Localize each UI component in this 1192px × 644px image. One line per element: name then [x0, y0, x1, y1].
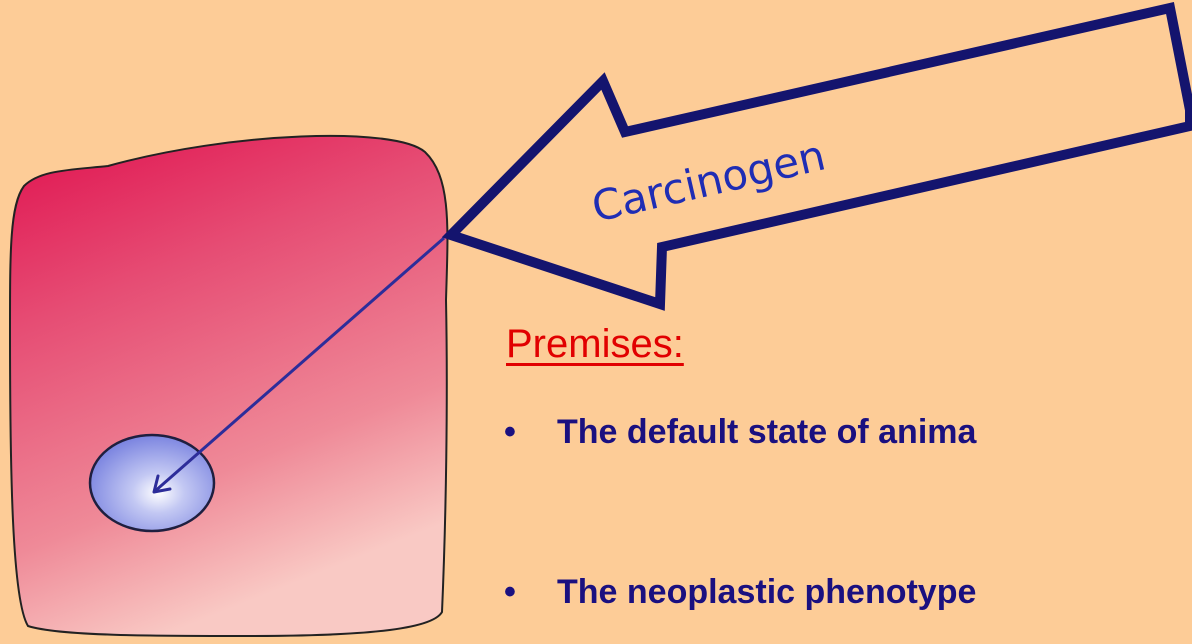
nucleus — [90, 435, 214, 531]
premise-item: • The default state of anima — [500, 412, 976, 452]
premises-list: • The default state of anima • The neopl… — [500, 412, 976, 612]
premise-item: • The neoplastic phenotype — [500, 572, 976, 612]
premise-text: The neoplastic phenotype — [557, 573, 976, 611]
bullet-dot-icon: • — [504, 412, 516, 452]
cell-body — [10, 136, 447, 636]
bullet-dot-icon: • — [504, 572, 516, 612]
premise-text: The default state of anima — [557, 413, 976, 451]
premises-heading: Premises: — [506, 322, 684, 367]
